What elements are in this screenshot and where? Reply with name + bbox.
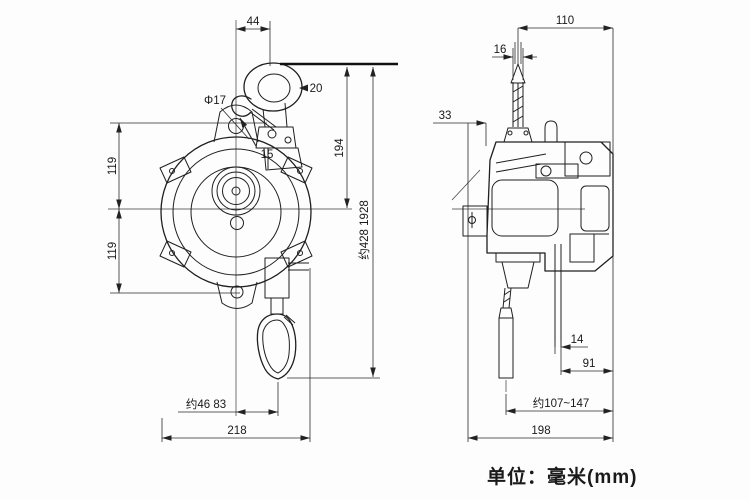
dim-cable-exit-offset: 约46 83 bbox=[186, 397, 226, 411]
cable-and-snap-hook-side bbox=[498, 244, 562, 392]
front-bracket-plate bbox=[462, 205, 488, 237]
hook-base-block bbox=[263, 147, 303, 171]
dim-upper-mount-spacing: 119 bbox=[107, 157, 119, 175]
snap-hook-outer bbox=[256, 313, 297, 380]
phi17-leader-line bbox=[220, 107, 250, 140]
dim-hook-opening: 20 bbox=[310, 83, 323, 95]
dim-cable-stroke-height: 约428 1928 bbox=[357, 200, 371, 259]
dim-hook-height: 194 bbox=[334, 138, 346, 158]
hook-tip bbox=[231, 95, 252, 117]
dim-hanger-hole-diameter: Φ17 bbox=[204, 95, 226, 107]
upper-right-lug bbox=[280, 156, 313, 184]
dim-overall-depth: 198 bbox=[531, 425, 550, 437]
balancer-body-front bbox=[160, 136, 312, 288]
break-line bbox=[451, 169, 481, 201]
snap-hook-side bbox=[498, 307, 514, 379]
snap-hook-gate bbox=[283, 314, 296, 326]
snap-hook-inner bbox=[262, 319, 290, 374]
cable-and-snap-hook-front bbox=[256, 257, 309, 380]
dim-front-plate-depth: 33 bbox=[439, 110, 452, 122]
hook-neck bbox=[262, 102, 288, 128]
drum-housing bbox=[491, 179, 559, 237]
dim15-arrow bbox=[239, 117, 257, 147]
rope-fitting bbox=[503, 127, 533, 143]
front-view-drawing: 44 Φ17 15 20 119 119 194 约428 1928 约46 8… bbox=[107, 16, 398, 442]
dim-hook-shank: 15 bbox=[261, 149, 274, 161]
dim-lower-mount-spacing: 119 bbox=[107, 242, 119, 260]
dim-cable-to-back: 91 bbox=[583, 358, 596, 370]
rear-cylinder bbox=[580, 185, 610, 232]
dim-cable-diameter: 14 bbox=[571, 334, 584, 346]
side-dimensions bbox=[433, 25, 614, 442]
dim-overall-top-depth: 110 bbox=[556, 15, 574, 27]
units-note: 单位：毫米(mm) bbox=[487, 465, 637, 488]
cable-guide bbox=[501, 261, 535, 289]
rear-lower-block bbox=[569, 233, 595, 263]
bottom-lug bbox=[216, 281, 258, 309]
front-dimensions bbox=[110, 21, 380, 442]
upper-left-lug bbox=[159, 156, 192, 184]
lower-left-lug bbox=[159, 240, 192, 268]
top-lug bbox=[213, 104, 259, 143]
side-view-drawing: 110 16 33 14 91 约107~147 198 bbox=[433, 15, 614, 442]
dim-hook-reach-range: 约107~147 bbox=[533, 396, 590, 410]
mid-bar bbox=[535, 163, 579, 179]
top-bump bbox=[544, 120, 558, 142]
suspension-rope-side bbox=[503, 42, 533, 143]
bottom-step bbox=[495, 252, 541, 263]
dim-hook-center-offset: 44 bbox=[247, 16, 260, 28]
dim-rope-width: 16 bbox=[494, 44, 507, 56]
ball-stop-cable bbox=[554, 244, 562, 347]
top-rear-plate bbox=[564, 141, 611, 177]
dim-overall-width: 218 bbox=[227, 425, 246, 437]
dim20-arrow bbox=[299, 84, 308, 92]
balancer-body-side bbox=[462, 120, 614, 289]
